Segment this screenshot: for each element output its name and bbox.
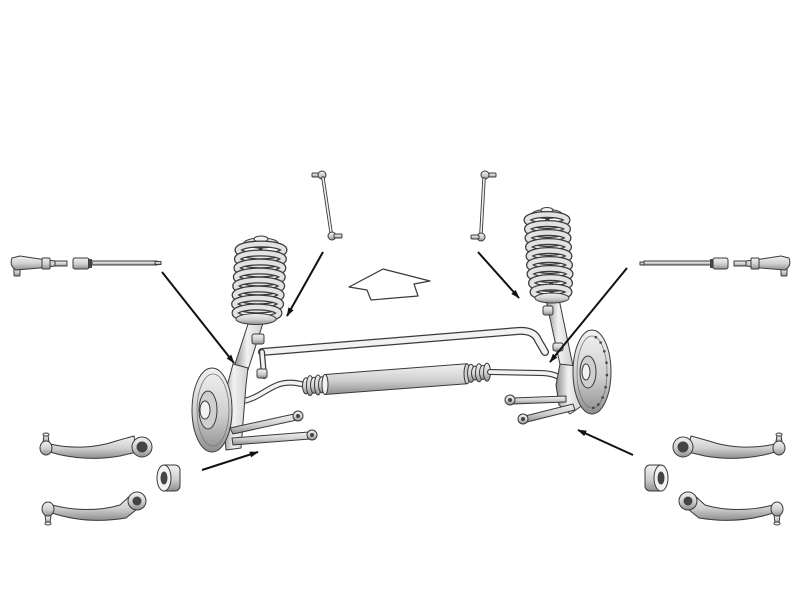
- pointer-arrow-icon: [477, 251, 520, 299]
- left-coil-spring-icon: [231, 235, 288, 325]
- steering-rack-right-bellows: [467, 362, 491, 383]
- steering-rack-right-rod: [487, 369, 569, 384]
- right-disc-perforations: [592, 335, 609, 410]
- lower-control-arm-right-icon: [678, 491, 784, 526]
- right-hub-cap: [581, 363, 591, 381]
- right-spring-seat: [534, 292, 570, 304]
- left-spring-seat: [235, 313, 277, 325]
- right-spring-coils: [523, 211, 574, 301]
- stabilizer-bar-icon: [258, 326, 549, 379]
- loose-parts-left: [39, 432, 181, 526]
- left-hub-cap: [199, 400, 211, 420]
- left-strut-clamp: [256, 368, 268, 379]
- right-inner-tie-rod-icon: [639, 257, 729, 270]
- lower-control-arm-left-icon: [41, 491, 147, 526]
- right-stabilizer-bracket: [542, 305, 554, 316]
- bushing-right-icon: [644, 464, 669, 492]
- pointer-arrows: [161, 251, 634, 471]
- pointer-arrow-icon: [201, 451, 259, 471]
- steering-rack-icon: [235, 362, 569, 405]
- left-inner-tie-rod-icon: [72, 257, 162, 270]
- upper-control-arm-left-icon: [39, 432, 153, 459]
- steering-rack-housing: [321, 363, 471, 395]
- loose-parts-right: [644, 432, 786, 526]
- right-tie-rod-end-icon: [733, 255, 791, 277]
- right-brake-disc-icon: [572, 329, 612, 415]
- pointer-arrow-icon: [161, 271, 235, 364]
- left-tie-rod-end-icon: [10, 255, 68, 277]
- left-stabilizer-link-icon: [311, 170, 343, 241]
- pointer-arrow-icon: [577, 429, 634, 456]
- forward-direction-arrow-icon: [348, 268, 431, 301]
- bushing-left-icon: [156, 464, 181, 492]
- right-coil-spring-icon: [523, 207, 574, 304]
- upper-control-arm-right-icon: [672, 432, 786, 459]
- pointer-arrow-icon: [286, 251, 324, 317]
- left-spring-coils: [231, 240, 288, 323]
- pointer-arrow-icon: [549, 267, 628, 363]
- right-lower-arms-icon: [504, 394, 576, 425]
- steering-rack-left-rod: [235, 379, 308, 405]
- right-stabilizer-link-icon: [470, 170, 497, 242]
- left-lower-arms-icon: [229, 410, 318, 446]
- left-stabilizer-bracket: [251, 333, 265, 345]
- left-brake-disc-icon: [191, 367, 233, 453]
